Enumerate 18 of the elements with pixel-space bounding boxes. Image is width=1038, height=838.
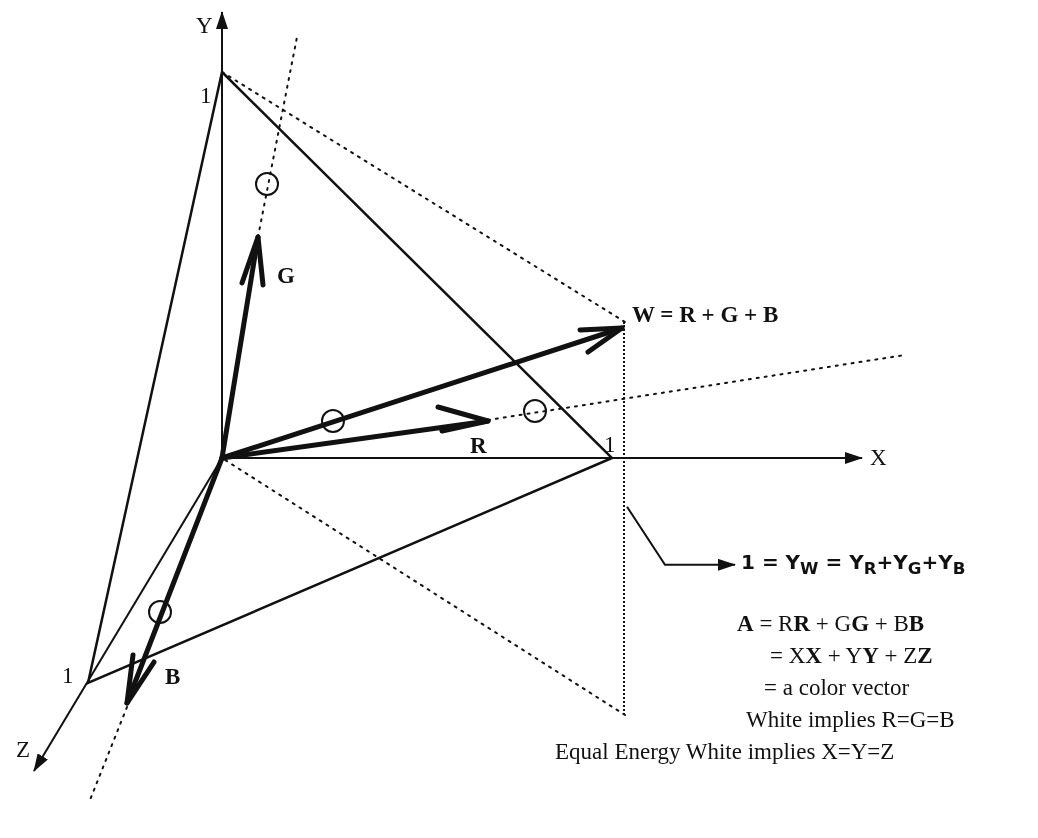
equation-text: A = RR + GG + BB	[737, 612, 925, 635]
equation-text: = a color vector	[764, 676, 910, 699]
vector-label: B	[165, 665, 181, 688]
dotted-projection-line	[623, 322, 627, 715]
axis-label: Z	[16, 738, 31, 761]
tick-label: 1	[604, 433, 616, 456]
note-text: Equal Energy White implies X=Y=Z	[555, 740, 895, 763]
vector-label: G	[277, 264, 295, 287]
axis-label: X	[870, 446, 887, 469]
tick-label: 1	[62, 664, 74, 687]
note-text: White implies R=G=B	[746, 708, 955, 731]
equation-text: 1 = Y$_{W}$ = Y$_{R}$+Y$_{G}$+Y$_{B}$	[734, 552, 966, 578]
tick-label: 1	[200, 84, 212, 107]
vector-label: R	[470, 434, 487, 457]
axis-label: Y	[196, 14, 213, 37]
equation-text: = XX + YY + ZZ	[770, 644, 933, 667]
vector-label: W = R + G + B	[632, 303, 779, 326]
leader-arrow	[626, 505, 736, 571]
